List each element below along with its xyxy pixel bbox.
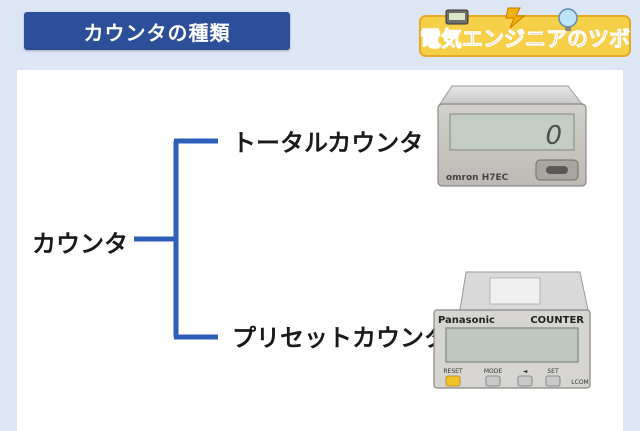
lcd-display: [449, 113, 575, 151]
key-label-left: ◄: [523, 368, 528, 375]
child-node-label-preset: プリセットカウンタ: [232, 324, 448, 352]
brand-label: omron H7EC: [446, 173, 509, 183]
page-title: カウンタの種類: [24, 12, 290, 50]
child-node-label-total: トータルカウンタ: [232, 129, 424, 157]
model-label: COUNTER: [530, 315, 584, 326]
total-counter-image: 0 omron H7EC: [437, 85, 587, 187]
side-label: LCOM: [571, 379, 588, 386]
lcd-display: [445, 327, 579, 363]
brand-label: Panasonic: [438, 315, 495, 326]
reset-button: [546, 166, 568, 174]
preset-counter-image: Panasonic COUNTER RESET MODE ◄ SET LCOM: [433, 271, 591, 389]
key-label-reset: RESET: [443, 368, 463, 375]
root-node-label: カウンタ: [32, 230, 128, 258]
key-label-set: SET: [547, 368, 559, 375]
lightning-icon: [505, 7, 526, 29]
left-key: [517, 375, 533, 387]
site-logo: 電気エンジニアのツボ: [419, 7, 631, 57]
reset-key: [445, 375, 461, 387]
logo-text: 電気エンジニアのツボ: [420, 27, 630, 51]
mode-key: [485, 375, 501, 387]
set-key: [545, 375, 561, 387]
key-label-mode: MODE: [484, 368, 503, 375]
display-digit: 0: [545, 121, 562, 151]
